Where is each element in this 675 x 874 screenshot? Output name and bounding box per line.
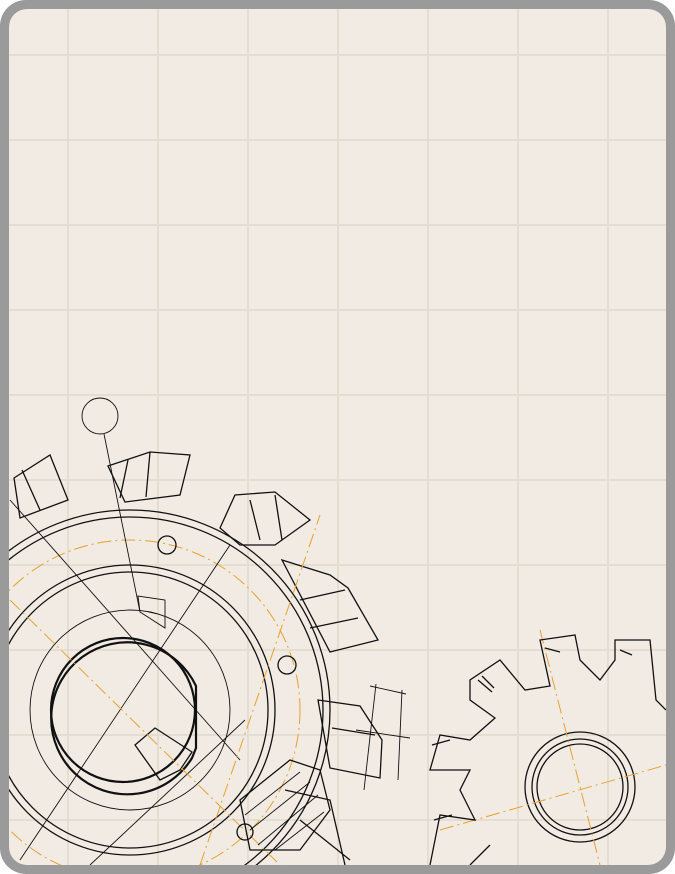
grid [9,9,666,865]
small-gear [429,629,666,865]
technical-drawing [9,9,666,865]
large-gear-cutter [9,397,411,865]
drawing-sheet [9,9,666,865]
